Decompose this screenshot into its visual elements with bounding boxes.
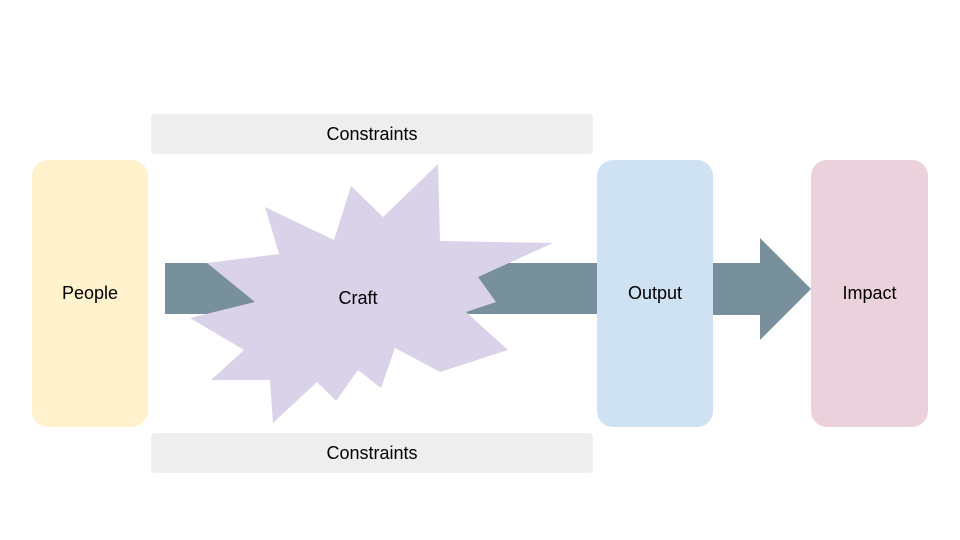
constraints-bottom-label: Constraints [326,442,418,463]
people-label: People [61,283,119,303]
output-label: Output [627,283,683,303]
craft-label: Craft [338,287,378,308]
output-box [597,160,713,427]
impact-label: Impact [842,283,897,303]
people-box [32,160,148,427]
impact-box [811,160,928,427]
constraints-top-label: Constraints [326,123,418,144]
output-to-impact-arrow [713,238,811,340]
constraints-bar-top [151,114,593,154]
craft-starburst [190,164,553,423]
constraints-bar-bottom [151,433,593,473]
